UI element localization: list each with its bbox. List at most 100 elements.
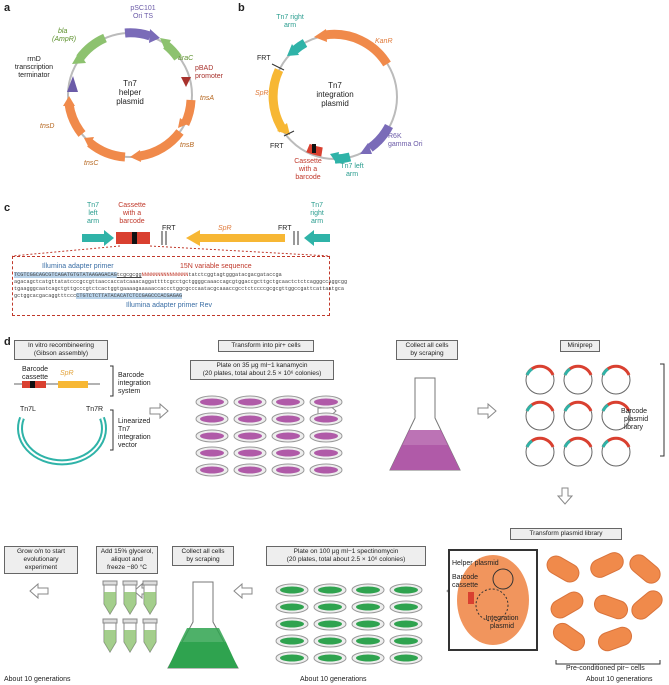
petri-plate (271, 463, 305, 477)
transform-box: Transform into pir+ cells (218, 340, 314, 352)
petri-plate (313, 583, 347, 597)
library-1: Barcode (621, 408, 648, 415)
plate-line-2: (20 plates, total about 2.5 × 10⁶ coloni… (202, 370, 322, 377)
transform-library-label: Transform plasmid library (529, 530, 603, 537)
panel-label-b: b (238, 2, 245, 14)
petri-plate (195, 429, 229, 443)
grow-box: Grow o/n to start evolutionary experimen… (4, 546, 78, 574)
barcode-cassette-2: cassette (22, 374, 49, 381)
lin-3: integration (118, 434, 151, 441)
library-plasmid (601, 436, 631, 467)
petri-plate (309, 412, 343, 426)
collect2-line-2: by scraping (186, 556, 220, 563)
panel-label-c: c (4, 202, 11, 214)
collect1-line-2: by scraping (410, 350, 444, 357)
integration-label-2: plasmid (489, 623, 515, 630)
petri-plate (351, 617, 385, 631)
cryo-tube (142, 580, 158, 615)
library-plasmid (563, 436, 593, 467)
helper-plasmid-label: Helper plasmid (452, 560, 499, 567)
integration-center-3: plasmid (321, 99, 349, 108)
transform-library-box: Transform plasmid library (510, 528, 622, 540)
sequence-box (12, 256, 330, 316)
library-plasmid (525, 364, 555, 395)
tnsd-label: tnsD (40, 123, 55, 130)
collect-box-2: Collect all cells by scraping (172, 546, 234, 566)
glycerol-line-3: freeze −80 °C (107, 564, 147, 571)
r6k-gamma-label: gamma Ori (388, 141, 423, 148)
seq1-adapter: TCGTCGGCAGCGTCAGATGTGTATAAGAGACAG (14, 272, 117, 278)
petri-plate (233, 429, 267, 443)
adapter-primer-rev-label: Illumina adapter primer Rev (126, 302, 212, 309)
library-plasmid (601, 400, 631, 431)
generations-3: About 10 generations (586, 676, 653, 683)
petri-plate (195, 395, 229, 409)
generations-1: About 10 generations (4, 676, 71, 683)
c-tn7-left-1: Tn7 (86, 202, 100, 209)
sequence-line-4: gctggcacgacaggtttcccCTGTCTCTTATACACATCTC… (14, 293, 183, 300)
lin-1: Linearized (118, 418, 151, 425)
b-spr-label: SpR (255, 90, 269, 97)
petri-plate (313, 600, 347, 614)
miniprep-label: Miniprep (567, 342, 593, 349)
miniprep-box: Miniprep (560, 340, 600, 352)
b-frt-top-label: FRT (257, 55, 271, 62)
bla-label: bla (58, 28, 68, 35)
cryo-tube (102, 618, 118, 653)
seq4-start: gctggcacgacaggtttccc (14, 293, 77, 299)
petri-plate (195, 463, 229, 477)
petri-plate (271, 395, 305, 409)
petri-plate (271, 412, 305, 426)
c-tn7-right-1: Tn7 (310, 202, 324, 209)
pbad-promoter-label: promoter (195, 73, 224, 80)
rrnd-transcription-label: transcription (14, 64, 54, 71)
helper-center-1: Tn7 (123, 79, 137, 88)
sequence-line-2: agacagctcatgttatatcccgccgttaaccaccatcaaa… (14, 279, 348, 285)
rrnd-terminator-label: terminator (18, 72, 50, 79)
petri-plate (233, 463, 267, 477)
petri-plate (271, 446, 305, 460)
panel-label-d: d (4, 336, 11, 348)
petri-plate (351, 600, 385, 614)
grow-line-3: experiment (24, 564, 58, 571)
petri-plate (233, 446, 267, 460)
seq4-adapter: CTGTCTCTTATACACATCTCCGAGCCCACGAGAG (76, 293, 183, 299)
cryo-tube (122, 618, 138, 653)
plate-line-1: Plate on 35 μg ml−1 kanamycin (216, 362, 308, 369)
vitro-line-1: In vitro recombineering (27, 342, 95, 349)
seq1-rest: tatctcggtagtgggatacgacgataccga (188, 272, 282, 278)
library-2: plasmid (624, 416, 649, 423)
integration-center-2: integration (316, 90, 354, 99)
petri-plate (389, 600, 423, 614)
vitro-box: In vitro recombineering (Gibson assembly… (14, 340, 108, 360)
glycerol-line-1: Add 15% glycerol, (100, 548, 154, 555)
r6k-label: R6K (388, 133, 402, 140)
petri-plate (389, 651, 423, 665)
bis-1: Barcode (118, 372, 145, 379)
b-tn7-left-label: Tn7 left (340, 163, 364, 170)
rrnd-label: rrnD (27, 56, 41, 63)
petri-plate (275, 651, 309, 665)
b-tn7-left-arm-label: arm (345, 171, 359, 178)
c-tn7-left-3: arm (86, 218, 100, 225)
ampr-label: (AmpR) (52, 36, 77, 43)
cryo-tube (142, 618, 158, 653)
collect2-line-1: Collect all cells (181, 548, 225, 555)
library-plasmid (563, 400, 593, 431)
seq1-variable: NNNNNNNNNNNNNNN (141, 272, 189, 278)
petri-plate (313, 651, 347, 665)
lin-2: Tn7 (118, 426, 131, 433)
library-plasmid (563, 364, 593, 395)
petri-plate (389, 617, 423, 631)
petri-plate (271, 429, 305, 443)
c-tn7-right-3: arm (310, 218, 324, 225)
d-spr-label: SpR (60, 370, 74, 377)
panel-label-a: a (4, 2, 11, 14)
